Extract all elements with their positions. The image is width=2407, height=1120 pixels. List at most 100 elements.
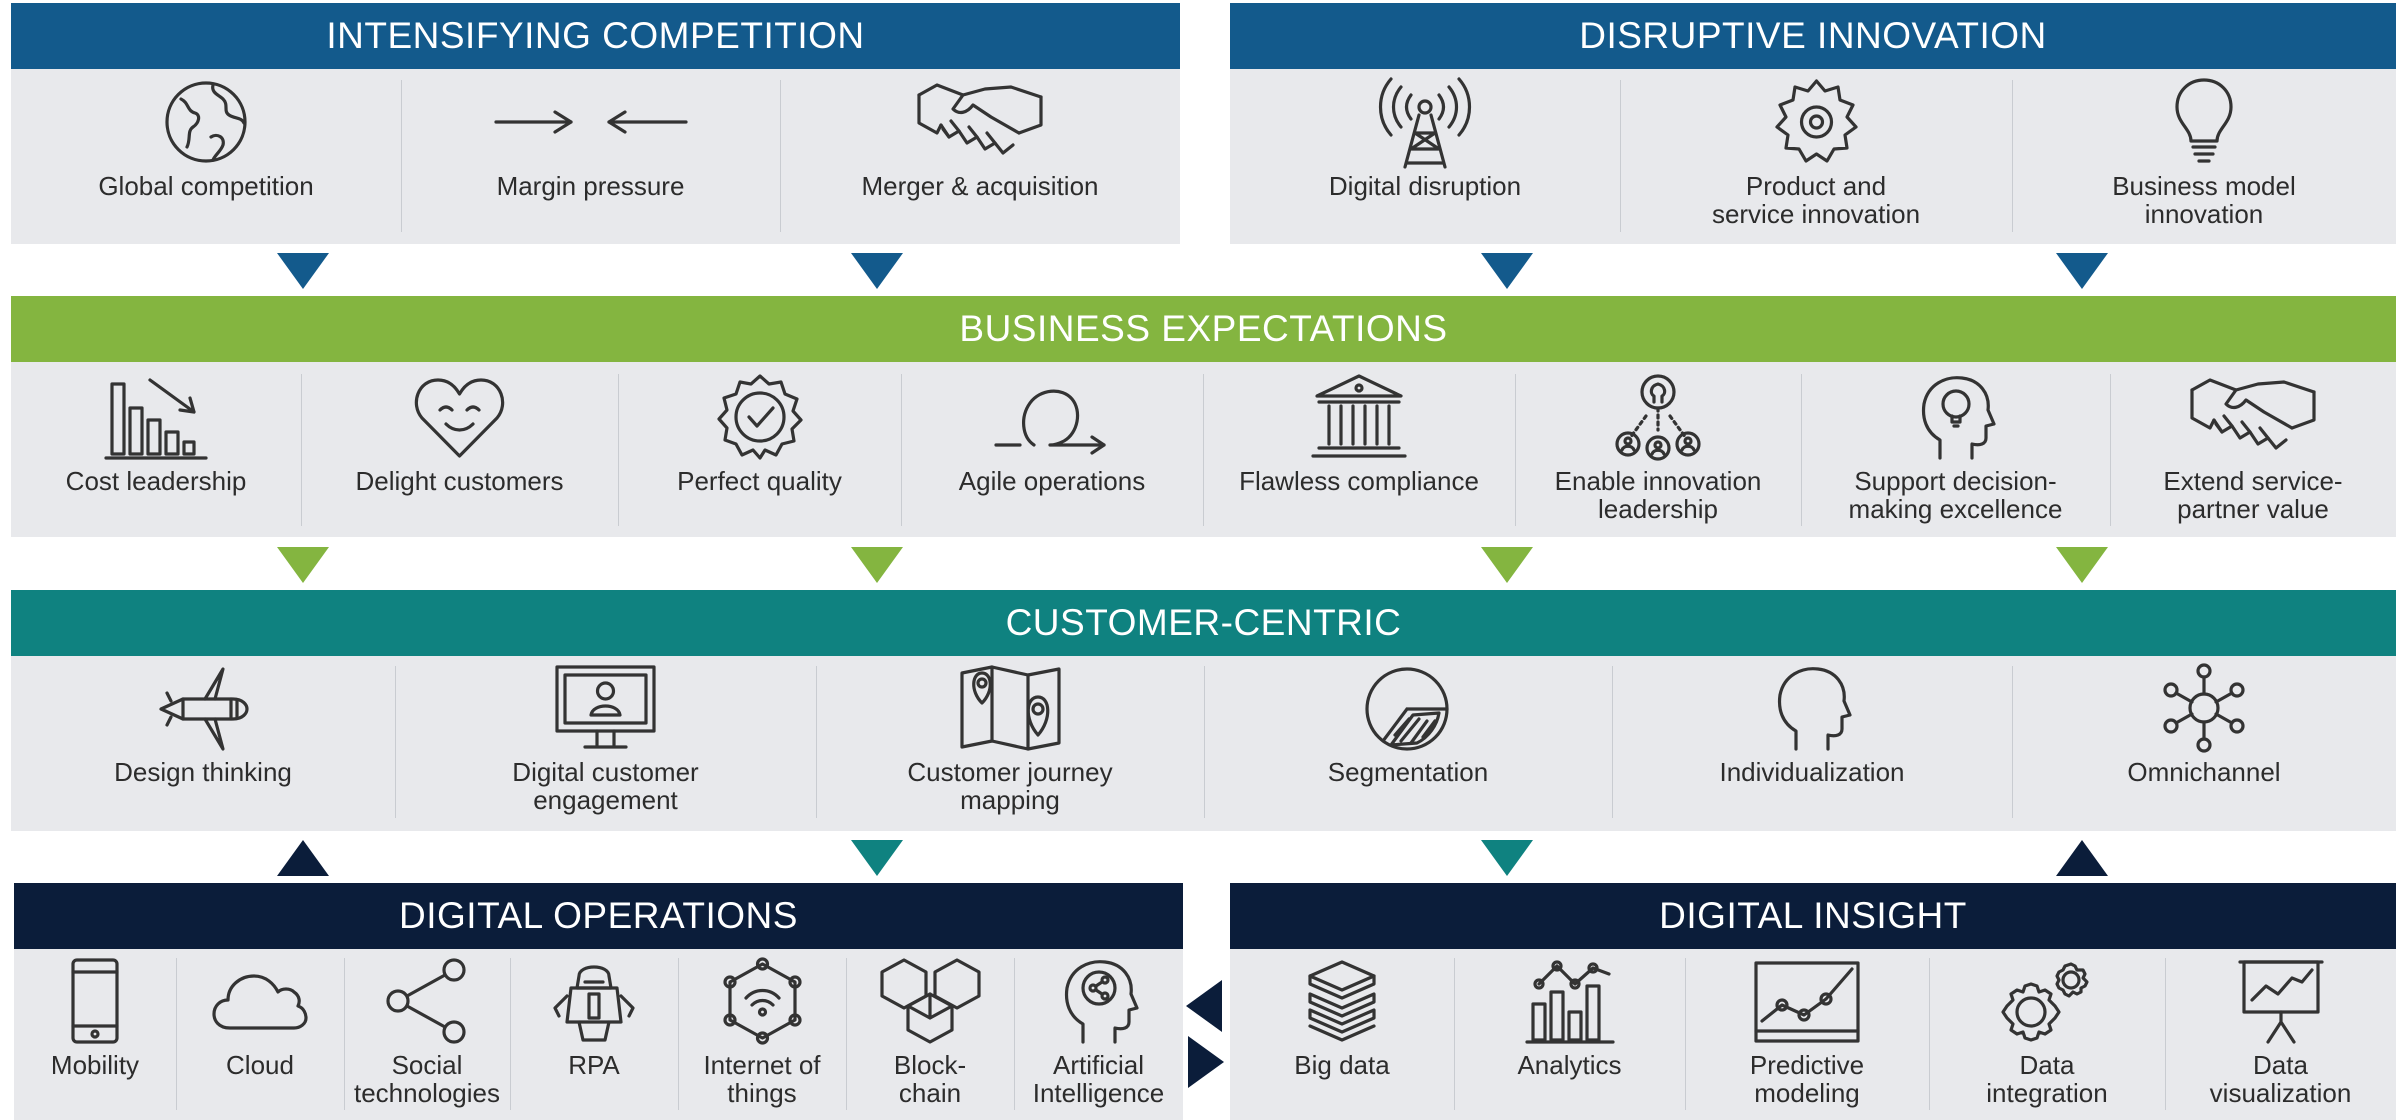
globe-icon xyxy=(165,81,247,163)
divider xyxy=(1801,374,1802,526)
item-data-integration: Data integration xyxy=(1929,951,2165,1107)
item-label: Individualization xyxy=(1719,757,1905,787)
map-pins-icon xyxy=(959,665,1061,751)
item-digital-disruption: Digital disruption xyxy=(1230,72,1620,200)
item-support-decision-making: Support decision- making excellence xyxy=(1801,367,2110,523)
item-delight-customers: Delight customers xyxy=(301,367,618,495)
declining-bars-icon xyxy=(103,378,208,460)
item-label: Predictive modeling xyxy=(1749,1050,1865,1108)
operations-panel xyxy=(14,949,1183,1120)
item-internet-of-things: Internet of things xyxy=(678,951,846,1107)
item-global-competition: Global competition xyxy=(11,72,401,200)
divider xyxy=(344,958,345,1110)
smartphone-icon xyxy=(71,958,119,1044)
arrow-down xyxy=(277,253,329,289)
item-flawless-compliance: Flawless compliance xyxy=(1203,367,1515,495)
item-enable-innovation-leadership: Enable innovation leadership xyxy=(1515,367,1801,523)
divider xyxy=(401,80,402,232)
hub-network-icon xyxy=(2163,663,2245,753)
expectations-band: BUSINESS EXPECTATIONS xyxy=(11,296,2396,362)
divider xyxy=(2012,80,2013,232)
arrow-up xyxy=(2056,840,2108,876)
competition-title: INTENSIFYING COMPETITION xyxy=(326,15,865,56)
competition-panel xyxy=(11,69,1180,244)
item-label: Global competition xyxy=(98,171,314,201)
arrow-up xyxy=(277,840,329,876)
item-merger-acquisition: Merger & acquisition xyxy=(780,72,1180,200)
item-mobility: Mobility xyxy=(14,951,176,1079)
divider xyxy=(1014,958,1015,1110)
item-label: Cost leadership xyxy=(65,466,247,496)
divider xyxy=(1204,666,1205,818)
operations-band: DIGITAL OPERATIONS xyxy=(14,883,1183,949)
item-label: Social technologies xyxy=(354,1050,500,1108)
divider xyxy=(510,958,511,1110)
item-individualization: Individualization xyxy=(1612,658,2012,786)
institution-icon xyxy=(1311,374,1407,458)
customer-band: CUSTOMER-CENTRIC xyxy=(11,590,2396,656)
item-label: Artificial Intelligence xyxy=(1032,1050,1165,1108)
item-label: Customer journey mapping xyxy=(907,757,1113,815)
expectations-title: BUSINESS EXPECTATIONS xyxy=(959,308,1448,349)
arrow-down xyxy=(851,840,903,876)
item-label: Cloud xyxy=(226,1050,294,1080)
divider xyxy=(1612,666,1613,818)
item-label: Omnichannel xyxy=(2127,757,2281,787)
item-label: Big data xyxy=(1294,1050,1390,1080)
presentation-board-icon xyxy=(2237,960,2324,1044)
handshake-icon xyxy=(917,83,1043,155)
divider xyxy=(1203,374,1204,526)
item-big-data: Big data xyxy=(1230,951,1454,1079)
item-label: Digital disruption xyxy=(1328,171,1522,201)
divider xyxy=(1929,958,1930,1110)
blockchain-cubes-icon xyxy=(879,958,981,1044)
handshake-icon xyxy=(2190,378,2316,450)
item-label: Analytics xyxy=(1517,1050,1622,1080)
head-bulb-icon xyxy=(1921,376,1996,460)
item-product-service-innovation: Product and service innovation xyxy=(1620,72,2012,228)
operations-title: DIGITAL OPERATIONS xyxy=(399,895,798,936)
item-analytics: Analytics xyxy=(1454,951,1685,1079)
item-social-technologies: Social technologies xyxy=(344,951,510,1107)
divider xyxy=(816,666,817,818)
head-profile-icon xyxy=(1777,667,1852,751)
divider xyxy=(846,958,847,1110)
customer-title: CUSTOMER-CENTRIC xyxy=(1005,602,1402,643)
item-label: Extend service- partner value xyxy=(2163,466,2343,524)
customer-panel xyxy=(11,656,2396,831)
item-label: Design thinking xyxy=(114,757,292,787)
item-omnichannel: Omnichannel xyxy=(2012,658,2396,786)
item-label: Segmentation xyxy=(1327,757,1489,787)
item-label: Data integration xyxy=(1986,1050,2108,1108)
item-rpa: RPA xyxy=(510,951,678,1079)
insight-band: DIGITAL INSIGHT xyxy=(1230,883,2396,949)
item-label: Perfect quality xyxy=(677,466,842,496)
lightbulb-icon xyxy=(2175,77,2233,163)
item-cloud: Cloud xyxy=(176,951,344,1079)
item-cost-leadership: Cost leadership xyxy=(11,367,301,495)
divider xyxy=(395,666,396,818)
item-label: Product and service innovation xyxy=(1711,171,1921,229)
pencil-plane-icon xyxy=(159,667,249,751)
cloud-icon xyxy=(212,974,308,1030)
arrow-down xyxy=(851,547,903,583)
arrow-down xyxy=(851,253,903,289)
divider xyxy=(1620,80,1621,232)
item-label: Block- chain xyxy=(893,1050,967,1108)
loop-arrow-icon xyxy=(994,389,1106,455)
item-design-thinking: Design thinking xyxy=(11,658,395,786)
arrow-down xyxy=(277,547,329,583)
antenna-tower-icon xyxy=(1379,76,1471,169)
item-label: Enable innovation leadership xyxy=(1554,466,1762,524)
arrow-down xyxy=(1481,840,1533,876)
item-label: Data visualization xyxy=(2209,1050,2352,1108)
item-label: Agile operations xyxy=(958,466,1146,496)
item-label: Merger & acquisition xyxy=(861,171,1099,201)
item-label: Digital customer engagement xyxy=(512,757,699,815)
item-label: RPA xyxy=(568,1050,620,1080)
opposing-arrows-icon xyxy=(493,110,688,134)
divider xyxy=(780,80,781,232)
divider xyxy=(678,958,679,1110)
divider xyxy=(901,374,902,526)
item-customer-journey-mapping: Customer journey mapping xyxy=(816,658,1204,814)
